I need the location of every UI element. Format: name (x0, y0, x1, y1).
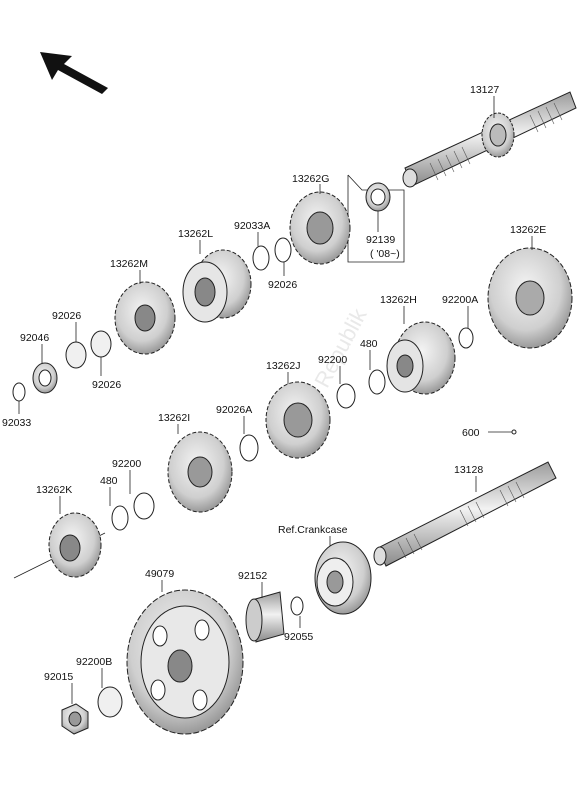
gear-13262G (289, 191, 351, 265)
label-92015: 92015 (44, 671, 73, 683)
label-08: ( '08~) (370, 248, 400, 260)
label-92026-b: 92026 (92, 379, 121, 391)
label-92200-lower: 92200 (112, 458, 141, 470)
direction-arrow-icon (40, 52, 108, 94)
label-92033: 92033 (2, 417, 31, 429)
label-92055: 92055 (284, 631, 313, 643)
ring-92033A (252, 245, 270, 271)
label-13262G: 13262G (292, 173, 329, 185)
label-13262I: 13262I (158, 412, 190, 424)
gear-13262K (48, 512, 102, 578)
gear-13262H (386, 321, 456, 395)
label-92026-a: 92026 (52, 310, 81, 322)
ring-92026-upper (274, 237, 292, 263)
label-13262E: 13262E (510, 224, 546, 236)
clip-92033 (12, 382, 26, 402)
leader-600-dot (511, 429, 517, 435)
bearing-crankcase (314, 541, 372, 615)
sprocket-49079 (126, 589, 244, 735)
label-13127: 13127 (470, 84, 499, 96)
label-13262M: 13262M (110, 258, 148, 270)
label-92152: 92152 (238, 570, 267, 582)
ring-92200-lower (133, 492, 155, 520)
gear-13262I (167, 431, 233, 513)
gear-13262J (265, 381, 331, 459)
label-13262J: 13262J (266, 360, 300, 372)
washer-92200B (97, 686, 123, 718)
label-13262L: 13262L (178, 228, 213, 240)
nut-92015 (61, 703, 89, 735)
label-92200-upper: 92200 (318, 354, 347, 366)
ring-480-upper (368, 369, 386, 395)
leader-lines (18, 96, 533, 704)
label-92026-upper: 92026 (268, 279, 297, 291)
shaft-13127 (402, 91, 577, 188)
ring-480-lower (111, 505, 129, 531)
washer-92026-b (90, 330, 112, 358)
label-92046: 92046 (20, 332, 49, 344)
ring-92200-upper (336, 383, 356, 409)
needle-bearing-92046 (32, 362, 58, 394)
gear-13262E (487, 247, 573, 349)
label-92033A: 92033A (234, 220, 270, 232)
collar-92152 (245, 591, 285, 643)
label-92200A: 92200A (442, 294, 478, 306)
label-49079: 49079 (145, 568, 174, 580)
shaft-13128 (373, 461, 557, 567)
label-ref-crankcase: Ref.Crankcase (278, 524, 348, 536)
washer-92026-a (65, 341, 87, 369)
gear-13262M (114, 281, 176, 355)
ring-92200A (458, 327, 474, 349)
gear-13262L (182, 249, 252, 323)
label-480-upper: 480 (360, 338, 378, 350)
label-13262H: 13262H (380, 294, 417, 306)
ring-92026A (239, 434, 259, 462)
label-13262K: 13262K (36, 484, 72, 496)
label-13128: 13128 (454, 464, 483, 476)
label-92026A: 92026A (216, 404, 252, 416)
ring-92055 (290, 596, 304, 616)
label-92139: 92139 (366, 234, 395, 246)
part-92139-callout-box (347, 174, 405, 263)
label-600: 600 (462, 427, 480, 439)
label-480-lower: 480 (100, 475, 118, 487)
label-92200B: 92200B (76, 656, 112, 668)
